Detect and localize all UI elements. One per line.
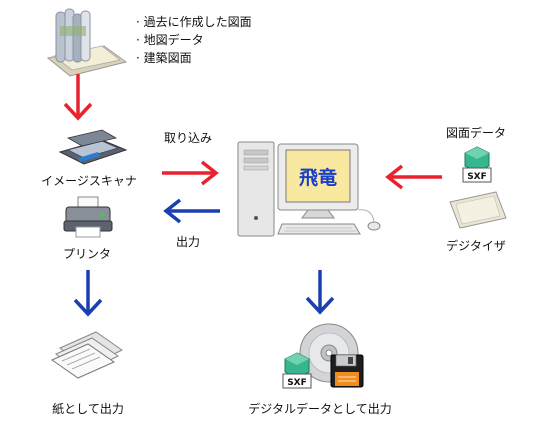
source-item: 地図データ [136,31,252,49]
output-label: 出力 [176,235,201,249]
paper-output-icon [50,331,123,379]
digital-output-label: デジタルデータとして出力 [248,402,392,416]
monitor-brand-text: 飛竜 [299,166,337,189]
printer-label: プリンタ [62,247,112,261]
source-item: 過去に作成した図面 [136,13,252,31]
digitizer-tablet-icon [449,191,507,229]
source-list: 過去に作成した図面 地図データ 建築図面 [136,13,252,67]
cd-disc-icon [299,323,359,383]
arrow-down-red [63,74,93,121]
paper-output-label: 紙として出力 [52,402,124,416]
sxf-label: SXF [287,378,307,388]
digitizer-label: デジタイザ [446,239,506,253]
sxf-file-icon: SXF [462,146,492,183]
computer-icon: 飛竜 [237,141,381,237]
printer-icon [63,196,113,238]
sxf-label: SXF [467,172,487,182]
arrow-down-blue [73,270,103,317]
floppy-disk-icon [330,354,364,388]
import-label: 取り込み [164,131,213,145]
scanner-icon [58,129,128,165]
arrow-left-blue [163,198,220,224]
source-item: 建築図面 [136,49,252,67]
arrow-left-red [385,164,442,190]
scanner-label: イメージスキャナ [41,174,137,188]
arrow-down-blue [305,270,335,315]
document-stack-icon [46,8,128,77]
sxf-file-icon: SXF [282,352,312,389]
arrow-right-red [162,160,219,186]
drawing-data-label: 図面データ [446,126,507,140]
